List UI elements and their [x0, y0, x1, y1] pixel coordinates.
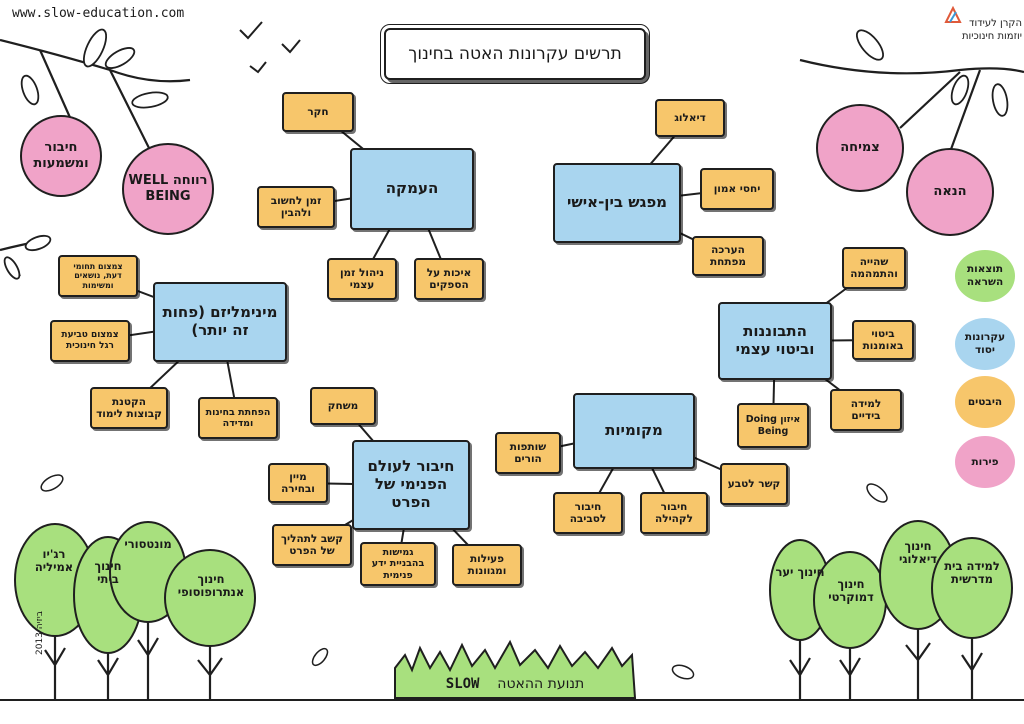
website-url[interactable]: www.slow-education.com [12, 6, 185, 21]
legend-aspects: היבטים [955, 376, 1015, 428]
practice-varied: פעילות ומגוונות [452, 544, 522, 586]
trees [14, 520, 1013, 700]
logo-line-1: הקרן לעידוד [969, 18, 1022, 29]
practice-mindful: מיין ובחירה [268, 463, 328, 503]
tree-reggio: רג'יו אמיליה [34, 547, 74, 575]
logo-mark-icon [944, 6, 962, 23]
practice-doing-being: איזון Doing Being [737, 403, 809, 448]
tree-forest: חינוך יער [775, 565, 825, 579]
practice-focus-topics: צמצום תחומי דעת, נושאים ומשימות [58, 255, 138, 297]
practice-small-groups: הקטנת קבוצות לימוד [90, 387, 168, 429]
practice-stay: שהייה והתמהמה [842, 247, 906, 289]
legend-core: עקרונות יסוד [955, 318, 1015, 370]
practice-quality: איכות על הספקים [414, 258, 484, 300]
fruit-meaning: חיבור ומשמעות [20, 115, 102, 197]
core-cosmos: מקומיות [573, 393, 695, 469]
fruit-wellbeing: רווחה WELL BEING [122, 143, 214, 235]
grass-patch [394, 639, 637, 699]
practice-research: חקר [282, 92, 354, 132]
tree-anthroposophy: חינוך אנתרופוסופי [177, 572, 245, 600]
practice-time: זמן לחשוב ולהבין [257, 186, 335, 228]
practice-trust: יחסי אמון [700, 168, 774, 210]
legend-fruits: פירות [955, 436, 1015, 488]
core-minimalism: מינימליזם (פחות זה יותר) [153, 282, 287, 362]
diagram-title: תרשים עקרונות האטה בחינוך [380, 24, 650, 84]
practice-assess: הערכה מפתחת [692, 236, 764, 276]
fruit-enjoyment: הנאה [906, 148, 994, 236]
logo: הקרן לעידוד יוזמות חינוכיות [944, 6, 1022, 50]
grass-label: תנועת ההאטה SLOW [395, 676, 635, 692]
falling-leaves [40, 474, 888, 680]
birds [239, 21, 301, 74]
core-connection: חיבור לעולם הפנימי של הפרט [352, 440, 470, 530]
practice-community: חיבור לקהילה [640, 492, 708, 534]
practice-dialog: דיאלוג [655, 99, 725, 137]
logo-line-2: יוזמות חינוכיות [961, 31, 1022, 42]
practice-self-time: ניהול זמן עצמי [327, 258, 397, 300]
practice-process: קשב לתהליך של הפרט [272, 524, 352, 566]
tree-dialogic: חינוך דיאלוגי [899, 539, 937, 567]
practice-environment: חיבור לסביבה [553, 492, 623, 534]
tree-montessori: מונטסורי [124, 537, 172, 551]
core-reflection: התבוננות וביטוי עצמי [718, 302, 832, 380]
practice-nature: קשר לטבע [720, 463, 788, 505]
artist-signature: ביזיה 2013 [35, 611, 45, 655]
practice-parents: שותפות הורים [495, 432, 561, 474]
fruit-growth: צמיחה [816, 104, 904, 192]
tree-study-hall: למידה בית מדרשית [944, 559, 1000, 587]
leaves-left [3, 28, 169, 280]
branch-right [799, 58, 1024, 153]
legend-inspiration: תוצאות השראה [955, 250, 1015, 302]
practice-reduce: צמצום טביעת רגל חינוכית [50, 320, 130, 362]
practice-inner: גמישות בהבניית ידע פנימית [360, 542, 436, 586]
core-meeting: מפגש בין-אישי [553, 163, 681, 243]
leaves-right [856, 29, 1009, 117]
tree-home: חינוך ביתי [94, 559, 122, 587]
slow-movement-label: תנועת ההאטה [497, 676, 585, 692]
slow-word: SLOW [445, 676, 480, 692]
practice-hands: למידה בידיים [830, 389, 902, 431]
tree-democratic: חינוך דמוקרטי [828, 577, 874, 605]
practice-wonder: הפחתת בחינות ומדידה [198, 397, 278, 439]
practice-arts: ביטוי באומנות [852, 320, 914, 360]
core-deep: העמקה [350, 148, 474, 230]
practice-play: משחק [310, 387, 376, 425]
